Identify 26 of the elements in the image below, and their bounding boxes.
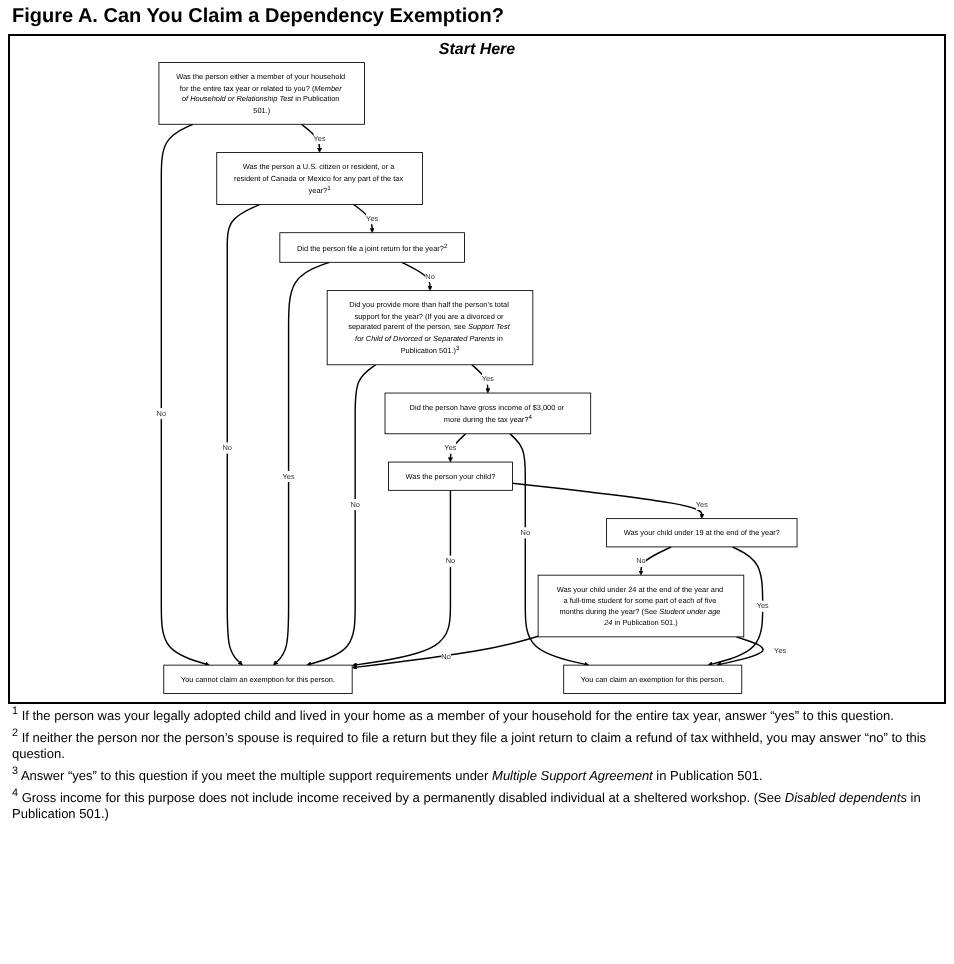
node-box <box>216 152 423 205</box>
node-box <box>563 664 743 694</box>
node-box <box>384 392 592 435</box>
arrow <box>352 489 452 668</box>
node-box <box>326 290 534 366</box>
node-box <box>606 518 798 548</box>
arrow <box>352 635 540 670</box>
node-box <box>158 62 366 125</box>
arrow <box>509 433 590 667</box>
arrow <box>226 203 261 666</box>
arrow <box>401 261 433 291</box>
node-box <box>388 461 514 491</box>
node-box <box>279 232 466 263</box>
figure-title: Figure A. Can You Claim a Dependency Exemption? <box>12 6 506 28</box>
arrow <box>160 123 211 667</box>
node-box <box>537 574 745 638</box>
arrow <box>300 123 323 153</box>
arrow <box>707 546 764 667</box>
arrow <box>306 364 377 667</box>
start-label: Start Here <box>436 40 518 58</box>
arrow <box>716 636 764 667</box>
arrow <box>471 364 491 394</box>
arrow <box>273 261 331 666</box>
arrow <box>511 482 705 519</box>
arrow <box>638 546 673 576</box>
node-box <box>163 664 353 694</box>
